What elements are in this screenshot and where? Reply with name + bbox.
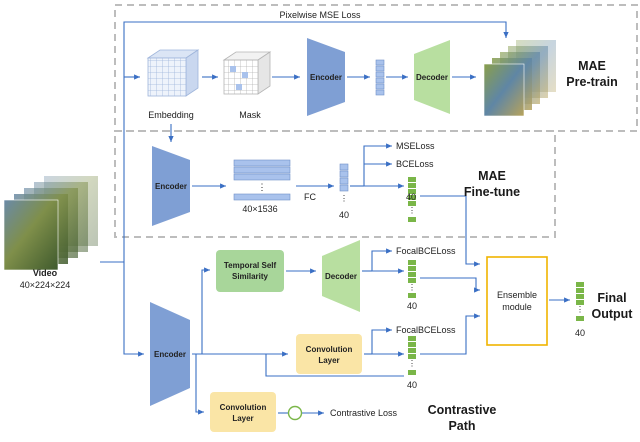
bce-loss-label: BCELoss (396, 159, 434, 169)
final-output-40-label: 40 (575, 328, 585, 338)
svg-text:⋮: ⋮ (258, 182, 267, 192)
svg-text:⋮: ⋮ (408, 359, 416, 368)
finetune-to-ensemble-arrow (420, 195, 480, 267)
temporal-label-line2: Similarity (232, 272, 269, 281)
temporal-label-line1: Temporal Self (224, 261, 277, 270)
conv-green-column-icon: ⋮ (408, 336, 416, 375)
features-dims-label: 40×1536 (242, 204, 277, 214)
video-label: Video (33, 268, 58, 278)
ensemble-label-line2: module (502, 302, 532, 312)
contrastive-conv-label-line2: Layer (232, 414, 253, 423)
pixelwise-loss-arrow (123, 21, 509, 262)
convolution-layer-block (296, 334, 362, 374)
conv-label-line1: Convolution (306, 345, 353, 354)
final-output-title-line2: Output (592, 307, 634, 321)
final-output-title-line1: Final (597, 291, 626, 305)
pretrain-decoder-block (414, 40, 450, 114)
pixelwise-mse-loss-label: Pixelwise MSE Loss (279, 10, 361, 20)
focal-bce-loss-1-label: FocalBCELoss (396, 246, 456, 256)
fc-label: FC (304, 192, 316, 202)
finetune-40-label: 40 (406, 192, 416, 202)
conv-to-ensemble-arrow (420, 313, 480, 355)
contrastive-convolution-layer-block (210, 392, 276, 432)
svg-text:⋮: ⋮ (408, 206, 416, 215)
contrastive-decoder-block (322, 240, 360, 312)
contrastive-conv-label-line1: Convolution (220, 403, 267, 412)
decoder-output-40-label: 40 (407, 301, 417, 311)
mse-loss-label: MSELoss (396, 141, 435, 151)
encoder-to-temporal-arrow (192, 267, 210, 355)
contrastive-encoder-block (150, 302, 190, 406)
focal-loss-2-arrow (371, 327, 392, 354)
pretrain-encoder-block (307, 38, 345, 116)
pretrain-token-column-icon (375, 59, 385, 96)
predicted-frames-icon (483, 40, 556, 117)
fc-token-column-icon: ⋮ (339, 163, 349, 203)
contrastive-path-title-line1: Contrastive (428, 403, 497, 417)
merge-circle-icon (287, 405, 303, 421)
contrastive-decoder-label: Decoder (325, 272, 357, 281)
svg-text:⋮: ⋮ (576, 305, 584, 314)
mae-pretrain-title-line1: MAE (578, 59, 606, 73)
focal-bce-loss-2-label: FocalBCELoss (396, 325, 456, 335)
contrastive-path-title-line2: Path (448, 419, 475, 433)
contrastive-loss-label: Contrastive Loss (330, 408, 398, 418)
svg-text:⋮: ⋮ (340, 194, 348, 203)
mae-finetune-title-line1: MAE (478, 169, 506, 183)
conv-output-40-label: 40 (407, 380, 417, 390)
pretrain-encoder-label: Encoder (310, 73, 342, 82)
mse-loss-arrow (363, 143, 392, 186)
video-to-contrastive-encoder-arrow (123, 262, 144, 357)
video-frames-icon (3, 176, 98, 271)
embedding-label: Embedding (148, 110, 194, 120)
temporal-self-similarity-block (216, 250, 284, 292)
final-green-column-icon: ⋮ (576, 282, 584, 321)
ensemble-label-line1: Ensemble (497, 290, 537, 300)
focal-loss-1-arrow (371, 248, 392, 271)
mae-pretrain-title-line2: Pre-train (566, 75, 617, 89)
ensemble-module-block (486, 256, 548, 346)
contrastive-encoder-label: Encoder (154, 350, 186, 359)
conv-bypass-line (265, 354, 404, 377)
decoder-to-ensemble-arrow (420, 277, 480, 293)
conv-label-line2: Layer (318, 356, 339, 365)
fc-output-40-label: 40 (339, 210, 349, 220)
feature-matrix-icon: ⋮ (233, 159, 291, 201)
finetune-green-column-icon: ⋮ (408, 177, 416, 222)
pretrain-decoder-label: Decoder (416, 73, 448, 82)
svg-text:⋮: ⋮ (408, 283, 416, 292)
decoder-green-column-icon: ⋮ (408, 260, 416, 298)
mask-cube-icon (222, 51, 272, 95)
mae-finetune-title-line2: Fine-tune (464, 185, 520, 199)
encoder-to-contrastive-conv-arrow (195, 354, 204, 415)
embedding-cube-icon (146, 49, 200, 97)
finetune-encoder-label: Encoder (155, 182, 187, 191)
mask-label: Mask (239, 110, 261, 120)
finetune-encoder-block (152, 146, 190, 226)
mae-finetune-frame (114, 130, 556, 238)
video-dims-label: 40×224×224 (20, 280, 71, 290)
